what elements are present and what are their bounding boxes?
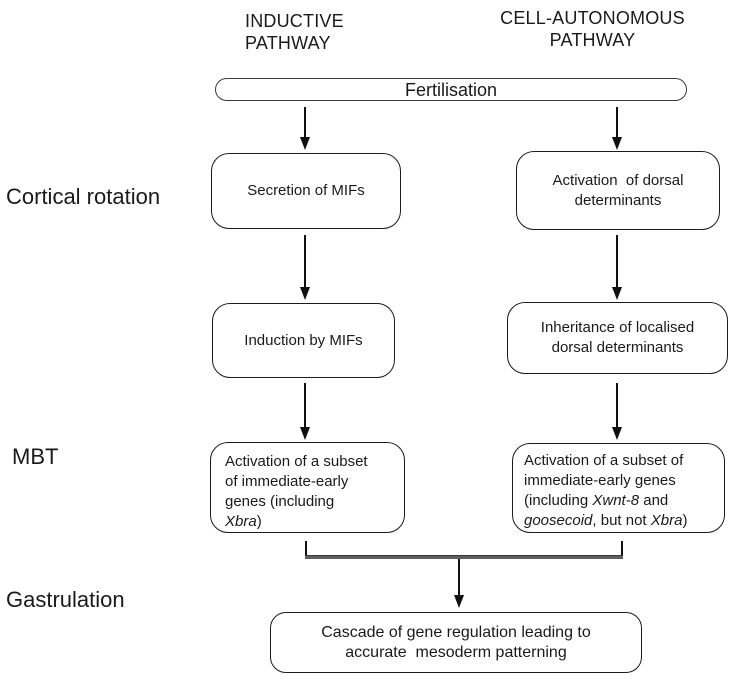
header-inductive-pathway: INDUCTIVE PATHWAY [245, 11, 344, 53]
stage-label-cortical-rotation: Cortical rotation [6, 184, 161, 209]
arrow-activation-to-inheritance [616, 235, 618, 287]
node-inheritance-of-localised-dorsal-determinants: Inheritance of localised dorsal determin… [507, 302, 728, 374]
node-fertilisation: Fertilisation [215, 78, 687, 101]
stage-label-gastrulation: Gastrulation [6, 587, 125, 612]
header-cell-autonomous-pathway: CELL-AUTONOMOUS PATHWAY [500, 8, 685, 50]
arrow-merge-to-cascade [458, 559, 460, 595]
merge-stub-right [621, 541, 623, 557]
node-cascade-gene-regulation: Cascade of gene regulation leading to ac… [270, 612, 642, 673]
arrow-secretion-to-induction [304, 235, 306, 287]
merge-stub-left [305, 541, 307, 557]
arrow-fertilisation-to-secretion [304, 107, 306, 137]
stage-label-mbt: MBT [12, 444, 59, 469]
merge-bar [305, 555, 623, 559]
arrow-induction-to-mbt-left [304, 383, 306, 427]
node-activation-of-dorsal-determinants: Activation of dorsal determinants [516, 151, 720, 230]
arrow-inheritance-to-mbt-right [616, 383, 618, 427]
node-induction-by-mifs: Induction by MIFs [212, 303, 395, 378]
node-secretion-of-mifs: Secretion of MIFs [211, 153, 401, 229]
arrow-fertilisation-to-activation-dorsal [616, 107, 618, 137]
